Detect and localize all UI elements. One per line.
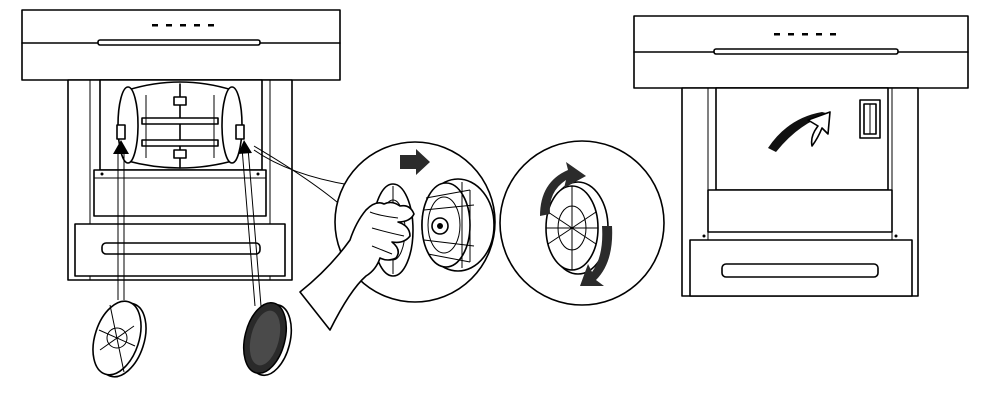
carbon-filter-dark xyxy=(242,301,293,377)
close-arrow-icon xyxy=(768,112,830,152)
detail-rotate-filter xyxy=(499,140,665,306)
hood-right-control-dots xyxy=(774,33,836,36)
hood-right-drawer-handle xyxy=(721,263,879,278)
fan-motor xyxy=(116,81,245,169)
hood-right xyxy=(633,15,969,297)
rotate-arrow-down-icon xyxy=(580,226,613,286)
fan-wheel xyxy=(421,178,495,272)
hood-left-shelf xyxy=(93,169,267,217)
hand-icon xyxy=(299,201,415,331)
hood-left xyxy=(21,9,353,378)
hood-left-control-dots xyxy=(152,24,214,27)
arrow-right-filter xyxy=(238,140,262,307)
rotate-arrow-up-icon xyxy=(540,162,586,216)
filter-rotate xyxy=(545,181,609,275)
arrow-left-filter xyxy=(113,140,129,300)
pull-arrow-icon xyxy=(400,149,430,175)
carbon-filter-light xyxy=(92,300,147,378)
hood-left-drawer-handle xyxy=(101,242,261,255)
detail-remove-filter xyxy=(299,141,496,331)
